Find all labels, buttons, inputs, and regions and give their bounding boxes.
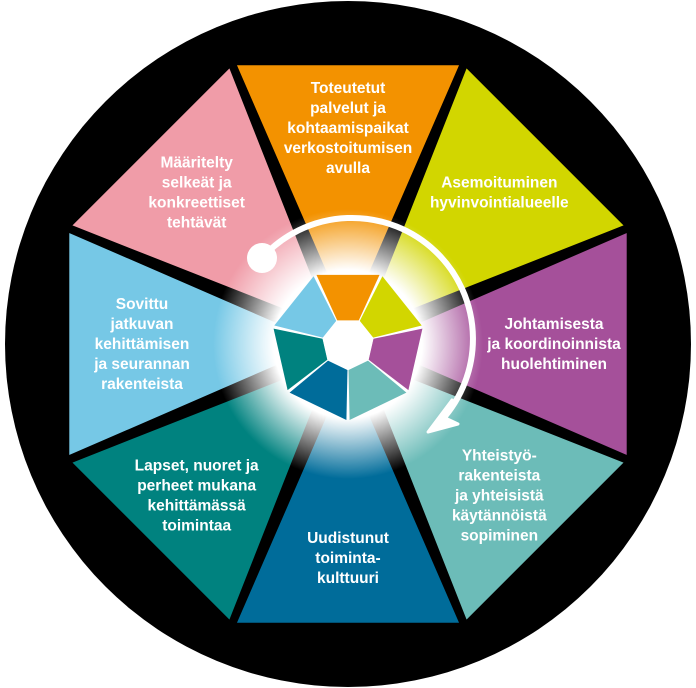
segment-label-line: kohtaamispaikat xyxy=(287,120,408,137)
segment-label-3: Yhteistyö-rakenteista ja yhteisistä käytän… xyxy=(452,447,547,544)
segment-label-4: Uudistunut toiminta-kulttuuri xyxy=(307,530,389,587)
inner-wedge-6 xyxy=(274,276,337,338)
segment-label-line: palvelut ja xyxy=(310,100,386,117)
segment-6 xyxy=(61,220,345,468)
segment-4 xyxy=(224,347,472,631)
segment-label-1: Asemoituminen hyvinvointialueelle xyxy=(430,175,569,212)
segment-label-line: käytännöistä xyxy=(452,507,547,524)
cycle-arc xyxy=(259,214,476,428)
inner-wedge-5 xyxy=(273,328,328,391)
segment-label-line: hyvinvointialueelle xyxy=(430,195,569,212)
segment-label-5: Lapset, nuoret ja perheet mukana kehittämä… xyxy=(135,457,259,534)
cycle-arrow xyxy=(247,214,476,434)
arrowhead-icon xyxy=(426,398,460,434)
segment-label-line: konkreettiset xyxy=(148,195,244,212)
segment-label-line: jatkuvan xyxy=(110,316,174,333)
segment-label-line: avulla xyxy=(326,160,370,177)
segment-label-line: Lapset, nuoret ja xyxy=(135,457,259,474)
center-hub xyxy=(322,320,374,370)
segment-label-line: rakenteista xyxy=(101,376,183,393)
segment-label-line: Johtamisesta xyxy=(504,316,603,333)
inner-wedge-3 xyxy=(348,360,407,420)
segment-label-line: verkostoitumisen xyxy=(284,140,412,157)
segment-label-line: ja koordinoinnista xyxy=(486,336,621,353)
segment-label-line: sopiminen xyxy=(461,527,539,544)
segment-label-line: huolehtiminen xyxy=(501,356,607,373)
segment-label-line: toimintaa xyxy=(162,517,231,534)
segment-label-6: Sovittu jatkuvan kehittämisen ja seurannan r… xyxy=(93,296,190,393)
segment-label-line: Yhteistyö- xyxy=(462,447,537,464)
segment-label-line: kehittämisen xyxy=(95,336,190,353)
segment-label-line: perheet mukana xyxy=(137,477,256,494)
segment-label-0: Toteutetut palvelut ja kohtaamispaikat verk… xyxy=(284,80,412,177)
segment-label-line: tehtävät xyxy=(167,215,226,232)
segment-label-line: kehittämässä xyxy=(148,497,247,514)
segment-label-2: Johtamisesta ja koordinoinnista huolehtimi… xyxy=(486,316,621,373)
inner-wedge-4 xyxy=(289,360,348,420)
segment-label-line: Uudistunut xyxy=(307,530,389,547)
segment-label-line: toiminta- xyxy=(315,550,380,567)
segment-label-line: Asemoituminen xyxy=(441,175,557,192)
segment-label-line: rakenteista xyxy=(458,467,540,484)
segment-label-line: ja seurannan xyxy=(93,356,190,373)
arrow-start-dot xyxy=(247,243,277,273)
segment-label-line: Määritelty xyxy=(160,155,233,172)
segment-label-line: Toteutetut xyxy=(311,80,386,97)
segment-label-line: kulttuuri xyxy=(317,570,379,587)
segment-0 xyxy=(224,57,472,341)
segment-2 xyxy=(351,220,635,468)
segment-label-line: selkeät ja xyxy=(162,175,232,192)
segment-label-line: Sovittu xyxy=(116,296,169,313)
inner-wedge-0 xyxy=(316,274,380,321)
inner-wedge-2 xyxy=(368,328,423,391)
segment-label-7: Määritelty selkeät ja konkreettiset tehtävä… xyxy=(148,155,244,232)
segment-label-line: ja yhteisistä xyxy=(454,487,544,504)
inner-wedge-1 xyxy=(359,276,422,338)
